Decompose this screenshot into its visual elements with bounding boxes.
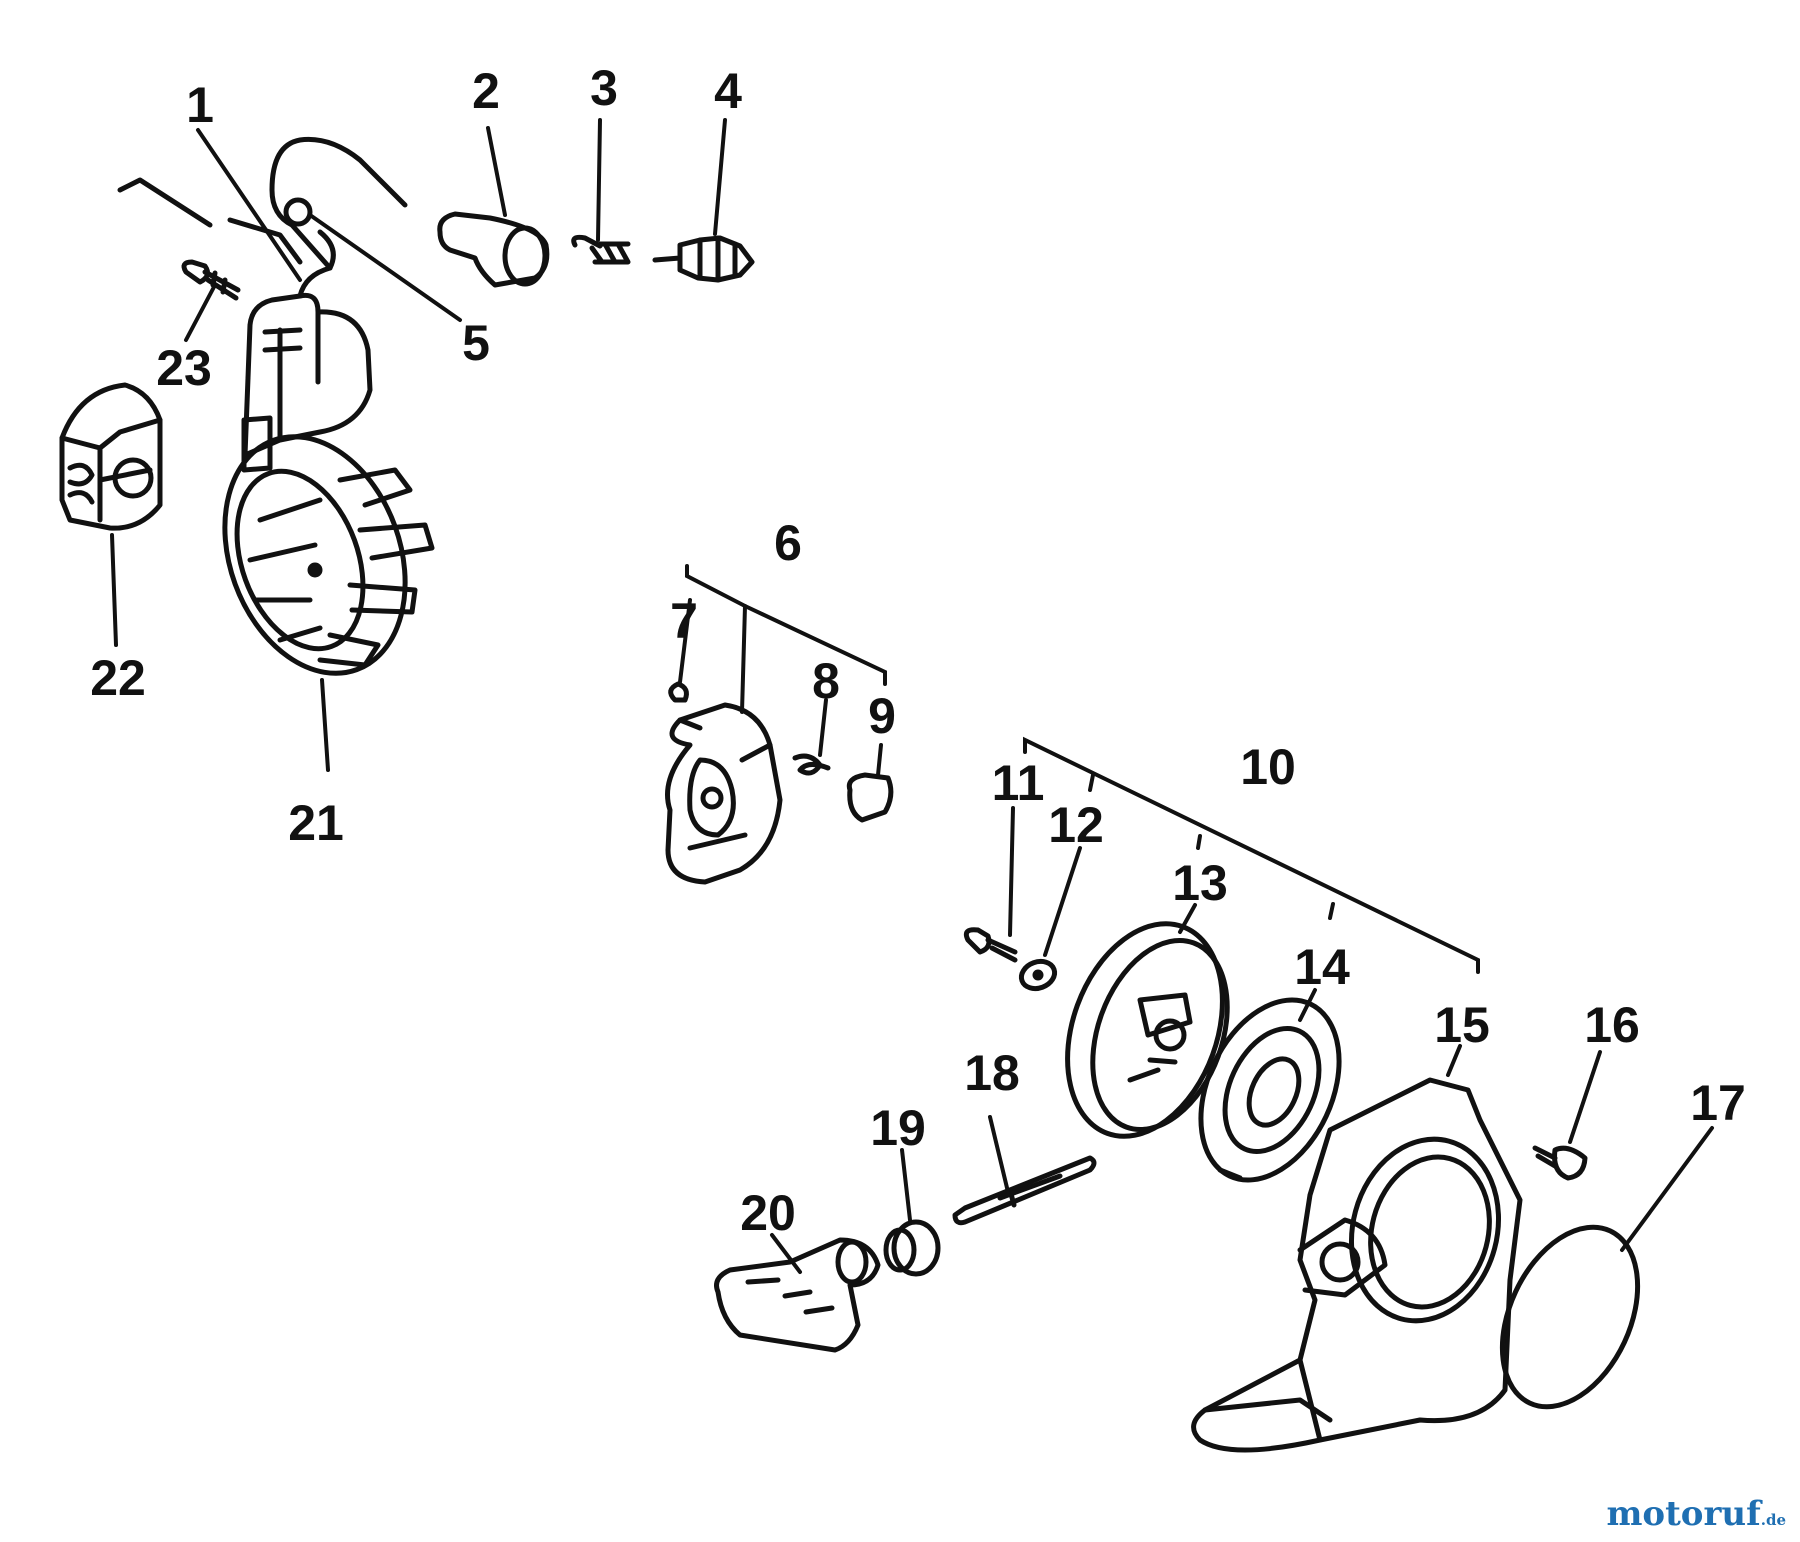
spark-plug [652, 235, 755, 283]
leader-13a [1196, 834, 1202, 850]
callout-1: 1 [186, 77, 214, 133]
recoil-spring [1198, 997, 1342, 1183]
rope-pulley [1065, 921, 1230, 1139]
leader-19 [900, 1148, 912, 1222]
callout-numbers: 1 2 3 4 5 6 7 8 9 10 11 12 13 14 15 16 1… [90, 60, 1746, 1241]
callout-23: 23 [156, 340, 212, 396]
callout-4: 4 [714, 63, 742, 119]
wire-clip [283, 197, 313, 227]
spark-plug-boot [437, 211, 550, 288]
callout-19: 19 [870, 1100, 926, 1156]
leader-14 [1298, 988, 1317, 1022]
leader-12b [1043, 846, 1082, 957]
callout-3: 3 [590, 60, 618, 116]
callout-7: 7 [670, 593, 698, 649]
leader-9 [876, 743, 883, 777]
callout-18: 18 [964, 1045, 1020, 1101]
leader-13 [1178, 903, 1197, 934]
leader-3 [596, 118, 602, 242]
leader-17 [1620, 1126, 1714, 1252]
leader-14a [1328, 902, 1335, 920]
gasket-ring [1499, 1224, 1641, 1410]
leader-22 [110, 533, 118, 647]
leader-5 [308, 213, 462, 322]
watermark-name: motoruf [1606, 1494, 1761, 1534]
leader-lines [110, 118, 1714, 1274]
leader-11 [1008, 806, 1015, 937]
leader-8 [818, 698, 828, 757]
callout-22: 22 [90, 650, 146, 706]
leader-15 [1446, 1044, 1462, 1077]
leader-12 [1088, 773, 1095, 792]
terminal-spring [571, 234, 631, 265]
screw-16 [1532, 1145, 1588, 1181]
clutch-pawl [846, 772, 894, 823]
clutch-spring [792, 753, 831, 776]
leader-21 [320, 678, 330, 772]
callout-16: 16 [1584, 997, 1640, 1053]
callout-9: 9 [868, 688, 896, 744]
leader-16 [1568, 1050, 1602, 1144]
callout-11: 11 [992, 755, 1045, 811]
rope-grommet [883, 1219, 941, 1277]
callout-5: 5 [462, 315, 490, 371]
leader-4 [713, 118, 727, 236]
leader-1 [196, 128, 302, 282]
leader-7 [678, 598, 692, 684]
starter-handle [714, 1237, 881, 1353]
watermark-logo: motoruf.de [1606, 1494, 1786, 1534]
bracket-6 [685, 564, 887, 686]
starter-rope [952, 1155, 1097, 1226]
flywheel [222, 434, 435, 676]
leader-20 [770, 1233, 802, 1274]
leader-18 [988, 1115, 1010, 1194]
leader-6 [740, 604, 747, 714]
callout-15: 15 [1434, 997, 1490, 1053]
washer-12 [1018, 958, 1058, 992]
callout-2: 2 [472, 63, 500, 119]
watermark-tld: .de [1760, 1511, 1786, 1529]
callout-6: 6 [774, 515, 802, 571]
callout-21: 21 [288, 795, 344, 851]
callout-20: 20 [740, 1185, 796, 1241]
bracket-10 [1023, 736, 1480, 974]
callout-17: 17 [1690, 1075, 1746, 1131]
ignition-coil [117, 136, 408, 473]
callout-12: 12 [1048, 797, 1104, 853]
e-clip [668, 681, 689, 703]
clutch-assembly [59, 382, 163, 531]
screw-11 [963, 927, 1018, 963]
callout-8: 8 [812, 653, 840, 709]
callout-10: 10 [1240, 739, 1296, 795]
starter-housing [1191, 1077, 1523, 1453]
leader-2 [486, 126, 507, 217]
clutch-drum-group [665, 681, 894, 885]
bolt-23 [181, 259, 241, 301]
leader-23 [184, 283, 217, 342]
callout-14: 14 [1294, 939, 1350, 995]
callout-13: 13 [1172, 855, 1228, 911]
